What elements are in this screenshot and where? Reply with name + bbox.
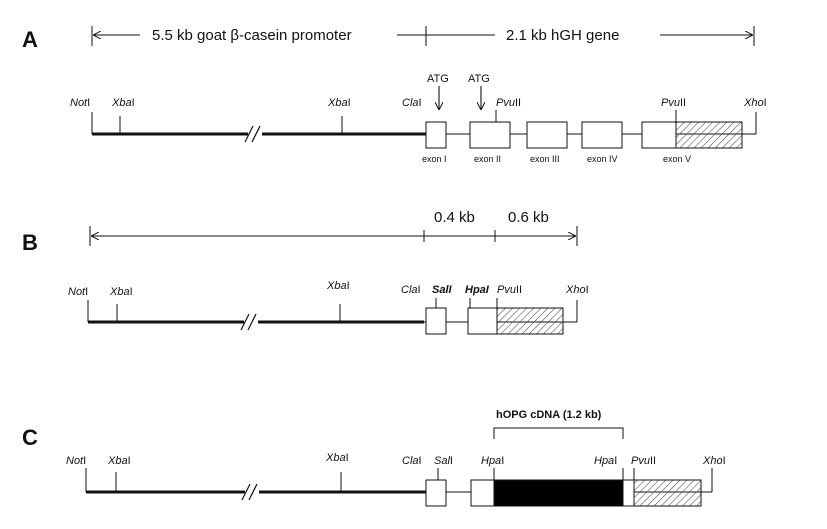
site-xbai: XbaI (325, 452, 349, 464)
panel-a-label: A (22, 27, 38, 52)
linker-box (467, 307, 498, 335)
site-hpai: HpaI (481, 455, 504, 467)
exon-1-box (425, 479, 447, 507)
cdna-bracket (493, 427, 624, 439)
exon-1 (425, 121, 447, 149)
exon-2 (469, 121, 511, 149)
site-xhoi: XhoI (743, 97, 767, 109)
exon-1-box (425, 307, 447, 335)
spacer-box (622, 479, 635, 507)
site-xbai: XbaI (109, 286, 133, 298)
site-noti: NotI (66, 455, 86, 467)
site-noti: NotI (68, 286, 88, 298)
break-mark (240, 313, 257, 331)
site-clai: ClaI (402, 455, 422, 467)
site-hpai: HpaI (594, 455, 617, 467)
site-pvuii: PvuII (631, 455, 656, 467)
panel-a: A 5.5 kb goat β-casein promoter 2.1 kb h… (22, 26, 767, 164)
site-pvuii: PvuII (496, 97, 521, 109)
site-clai: ClaI (401, 284, 421, 296)
break-mark (241, 483, 258, 501)
site-xbai: XbaI (111, 97, 135, 109)
atg-label-2: ATG (468, 73, 490, 85)
site-sali: SalI (434, 455, 453, 467)
promoter-label: 5.5 kb goat β-casein promoter (152, 27, 352, 44)
exon-label: exon V (663, 154, 691, 164)
site-xhoi: XhoI (565, 284, 589, 296)
exon-5-utr-hatched (675, 121, 743, 149)
exon-3 (526, 121, 568, 149)
site-xbai: XbaI (326, 280, 350, 292)
panel-c: C hOPG cDNA (1.2 kb) NotI XbaI XbaI ClaI… (22, 409, 726, 507)
break-mark (244, 125, 261, 143)
site-xbai: XbaI (107, 455, 131, 467)
panel-b-label: B (22, 230, 38, 255)
exon-label: exon II (474, 154, 501, 164)
hopg-cdna-label: hOPG cDNA (1.2 kb) (496, 409, 602, 421)
exon-4 (581, 121, 623, 149)
site-xhoi: XhoI (702, 455, 726, 467)
size-label-0-6kb: 0.6 kb (508, 209, 549, 226)
site-pvuii: PvuII (497, 284, 522, 296)
site-ticks (87, 298, 578, 322)
linker-box (470, 479, 495, 507)
site-noti: NotI (70, 97, 90, 109)
size-label-0-4kb: 0.4 kb (434, 209, 475, 226)
hgh-gene-label: 2.1 kb hGH gene (506, 27, 619, 44)
utr-hatched-box (496, 307, 564, 335)
site-pvuii: PvuII (661, 97, 686, 109)
panel-c-label: C (22, 425, 38, 450)
exon-label: exon IV (587, 154, 618, 164)
exon-5-coding (641, 121, 677, 149)
site-hpai: HpaI (465, 284, 490, 296)
hopg-cdna-box (493, 479, 624, 507)
atg-label-1: ATG (427, 73, 449, 85)
site-clai: ClaI (402, 97, 422, 109)
site-ticks (85, 468, 713, 492)
site-sali: SalI (432, 284, 453, 296)
utr-hatched-box (633, 479, 702, 507)
panel-b: B 0.4 kb 0.6 kb NotI XbaI XbaI ClaI SalI… (22, 209, 589, 335)
exon-label: exon III (530, 154, 560, 164)
exon-label: exon I (422, 154, 447, 164)
site-ticks (91, 110, 757, 134)
site-xbai: XbaI (327, 97, 351, 109)
